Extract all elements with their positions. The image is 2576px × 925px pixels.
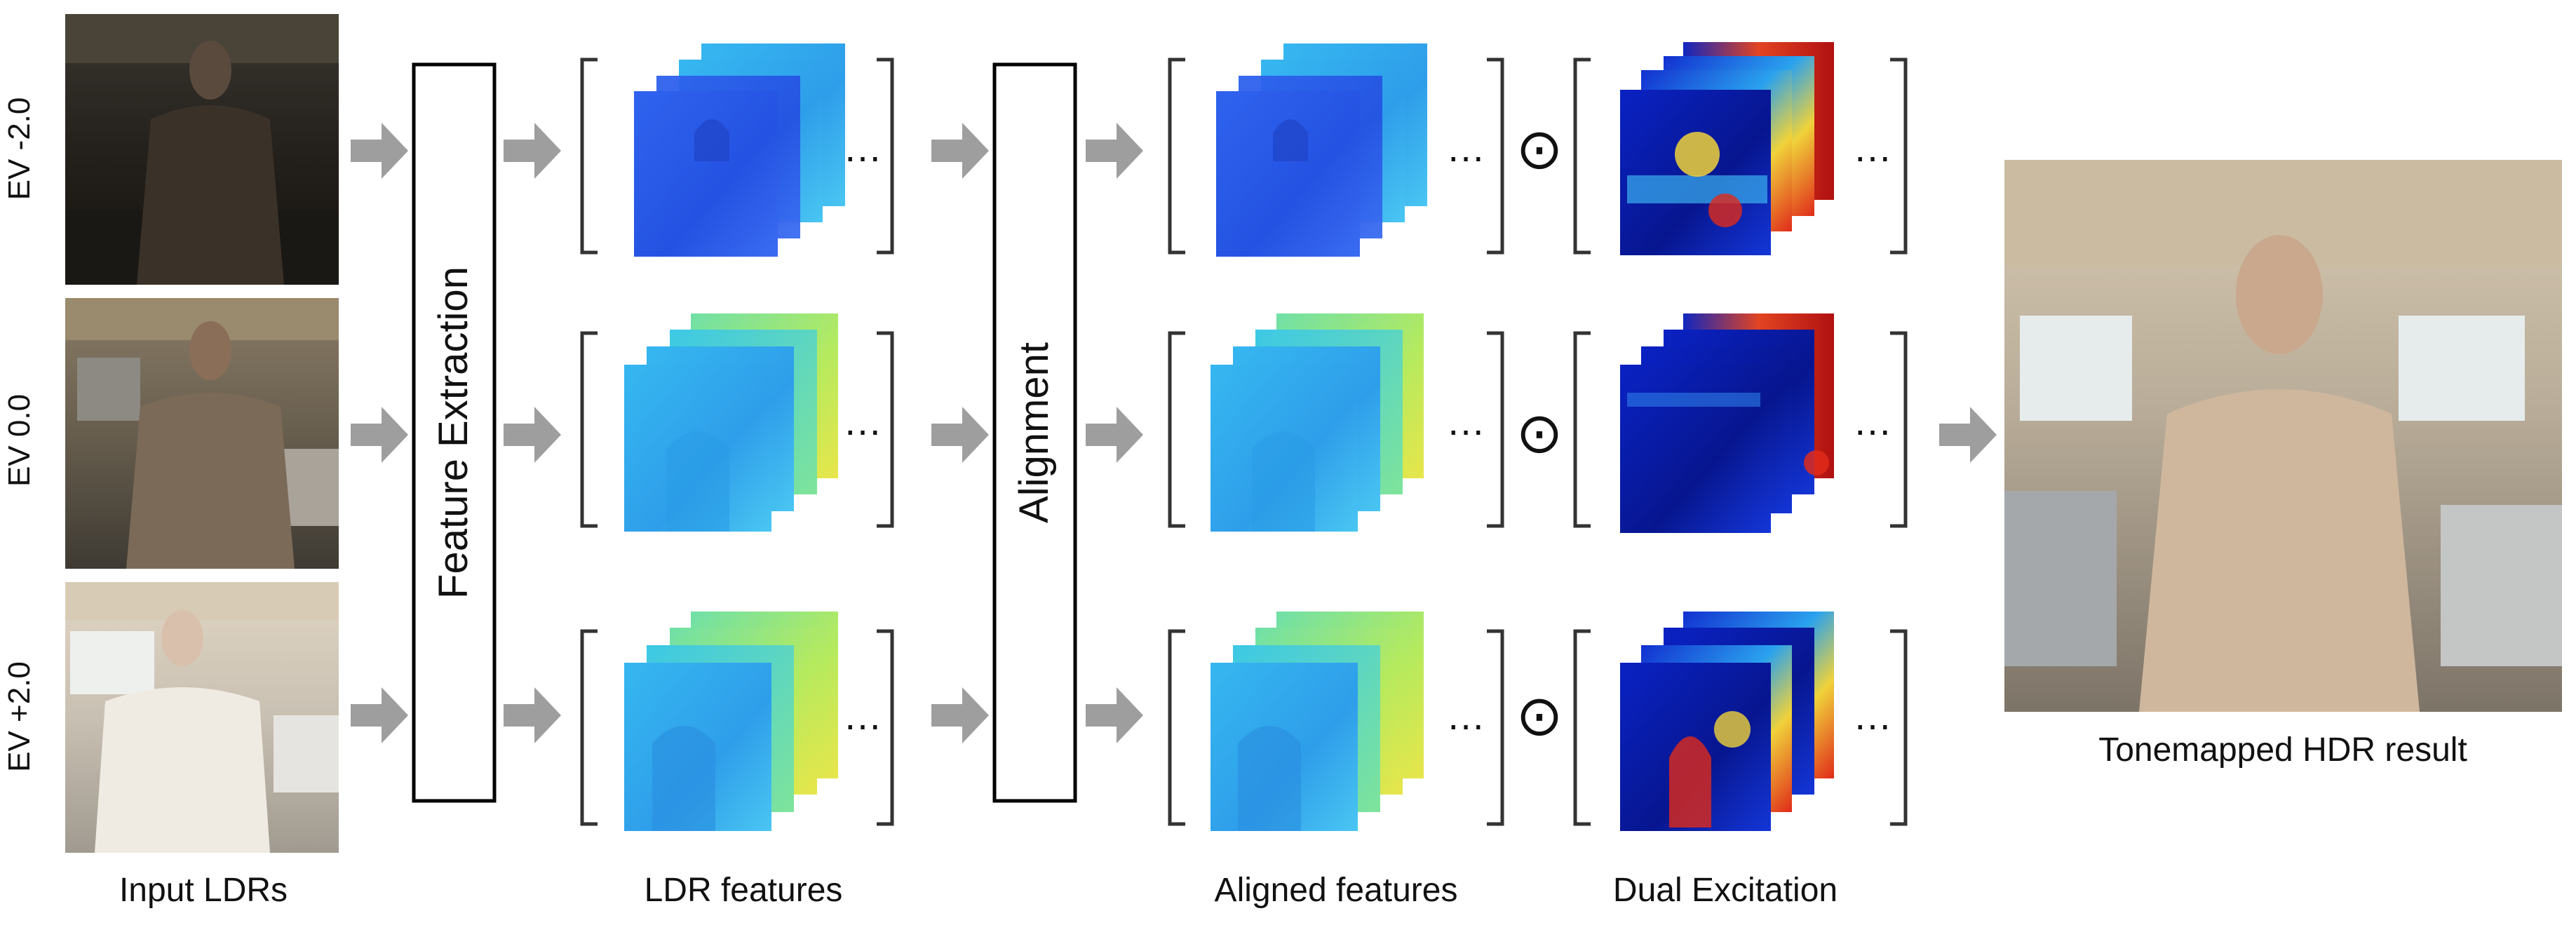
ldr-feature-stack-2: … — [580, 313, 894, 532]
odot-operator-3: ⊙ — [1516, 684, 1563, 747]
ldr-feature-stack-1: … — [580, 43, 894, 257]
aligned-feature-stack-3: … — [1168, 612, 1504, 831]
arrow-fe-1 — [504, 123, 561, 179]
alignment-box — [992, 62, 1077, 803]
arrow-group — [351, 123, 1997, 743]
odot-operator-2: ⊙ — [1516, 402, 1563, 464]
arrow-align-1 — [1086, 123, 1143, 179]
ellipsis-ldr-3: … — [843, 694, 882, 738]
ellipsis-excite-3: … — [1853, 694, 1892, 738]
dual-excitation-stack-3: … — [1573, 612, 1908, 831]
arrow-to-hdr — [1939, 407, 1997, 463]
input-ldr-photo-bright — [65, 582, 339, 853]
input-ldr-photo-mid — [65, 298, 339, 569]
alignment-label: Alignment — [1011, 342, 1057, 523]
feature-extraction-box — [412, 62, 497, 803]
arrow-input-2 — [351, 407, 408, 463]
arrow-input-1 — [351, 123, 408, 179]
ev-label-minus: EV -2.0 — [2, 97, 36, 201]
ellipsis-aligned-2: … — [1446, 399, 1485, 443]
arrow-fe-3 — [504, 687, 561, 743]
ellipsis-aligned-3: … — [1446, 694, 1485, 738]
arrow-align-2 — [1086, 407, 1143, 463]
dual-excitation-caption: Dual Excitation — [1613, 872, 1837, 909]
ldr-feature-stack-3: … — [580, 612, 894, 831]
ellipsis-excite-2: … — [1853, 399, 1892, 443]
dual-excitation-stack-2: … — [1573, 313, 1908, 533]
ellipsis-ldr-2: … — [843, 399, 882, 443]
arrow-align-3 — [1086, 687, 1143, 743]
ellipsis-excite-1: … — [1853, 126, 1892, 170]
hdr-result-caption: Tonemapped HDR result — [2098, 731, 2467, 769]
ellipsis-ldr-1: … — [843, 126, 882, 170]
ellipsis-aligned-1: … — [1446, 126, 1485, 170]
arrow-ldr-1 — [931, 123, 989, 179]
feature-extraction-label: Feature Extraction — [431, 266, 476, 599]
arrow-fe-2 — [504, 407, 561, 463]
hdr-result-photo — [2004, 160, 2562, 712]
aligned-features-caption: Aligned features — [1215, 872, 1458, 909]
arrow-ldr-2 — [931, 407, 989, 463]
input-ldr-photo-dark — [65, 14, 339, 285]
input-ldrs-caption: Input LDRs — [119, 872, 288, 909]
arrow-ldr-3 — [931, 687, 989, 743]
dual-excitation-stack-1: … — [1573, 42, 1908, 255]
aligned-feature-stack-1: … — [1168, 43, 1504, 257]
ev-label-zero: EV 0.0 — [2, 394, 36, 487]
odot-operator-1: ⊙ — [1516, 118, 1563, 180]
ev-label-plus: EV +2.0 — [2, 661, 36, 772]
ldr-features-caption: LDR features — [645, 872, 843, 909]
arrow-input-3 — [351, 687, 408, 743]
aligned-feature-stack-2: … — [1168, 313, 1504, 532]
